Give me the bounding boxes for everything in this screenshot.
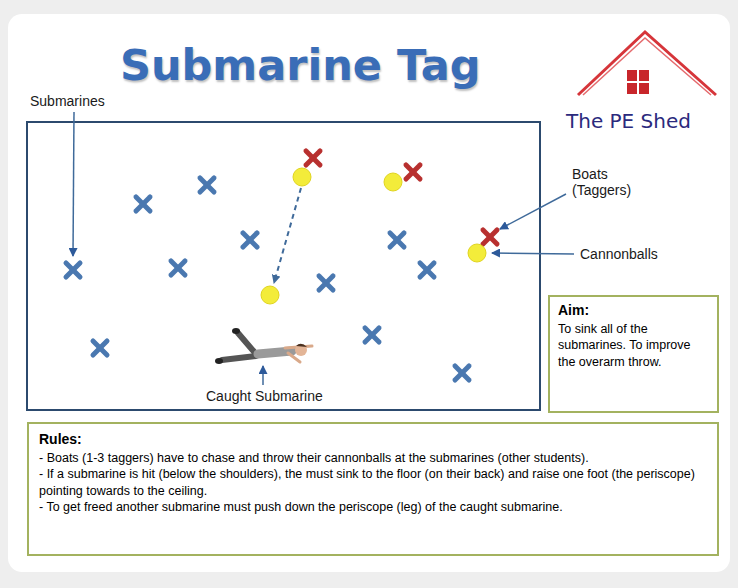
player-cross xyxy=(243,233,257,247)
player-cross xyxy=(483,230,497,244)
leader-arrow xyxy=(73,112,74,256)
diagram-title: Submarine Tag xyxy=(120,40,480,90)
player-marks xyxy=(66,151,497,380)
player-cross xyxy=(406,165,420,179)
leader-arrow xyxy=(492,253,574,254)
leader-arrow xyxy=(262,366,264,385)
player-cross xyxy=(200,178,214,192)
player-cross xyxy=(483,230,497,244)
caught-submarine-figure xyxy=(215,328,312,364)
player-cross xyxy=(66,263,80,277)
cannonball xyxy=(293,168,311,186)
player-cross xyxy=(136,197,150,211)
player-cross xyxy=(390,233,404,247)
player-cross xyxy=(365,328,379,342)
player-cross xyxy=(365,328,379,342)
callout-label: Caught Submarine xyxy=(206,388,323,404)
throw-path xyxy=(274,188,301,283)
box-heading: Rules: xyxy=(39,431,707,447)
player-cross xyxy=(171,261,185,275)
cannonball xyxy=(468,244,486,262)
box-heading: Aim: xyxy=(558,302,709,318)
box-text: - To get freed another submarine must pu… xyxy=(39,499,707,515)
player-cross xyxy=(420,263,434,277)
cannonball xyxy=(261,286,279,304)
player-cross xyxy=(406,165,420,179)
player-cross xyxy=(66,263,80,277)
aim-box: Aim: To sink all of the submarines. To im… xyxy=(548,295,719,413)
box-text: - If a submarine is hit (below the shoul… xyxy=(39,466,707,499)
player-cross xyxy=(171,261,185,275)
player-cross xyxy=(319,276,333,290)
rules-box: Rules: - Boats (1-3 taggers) have to chas… xyxy=(27,422,719,556)
callout-label: Submarines xyxy=(30,93,105,109)
player-cross xyxy=(93,341,107,355)
player-cross xyxy=(420,263,434,277)
cannonball xyxy=(384,173,402,191)
logo-text: The PE Shed xyxy=(566,109,691,133)
box-text: To sink all of the submarines. To improv… xyxy=(558,321,709,370)
player-cross xyxy=(306,151,320,165)
callout-label: Cannonballs xyxy=(580,246,658,262)
court-outline xyxy=(27,122,540,410)
player-cross xyxy=(390,233,404,247)
player-cross xyxy=(306,151,320,165)
player-cross xyxy=(455,366,469,380)
player-cross xyxy=(200,178,214,192)
player-cross xyxy=(136,197,150,211)
leader-arrow xyxy=(500,194,566,229)
player-cross xyxy=(455,366,469,380)
box-text: - Boats (1-3 taggers) have to chase and … xyxy=(39,450,707,466)
player-cross xyxy=(243,233,257,247)
player-cross xyxy=(319,276,333,290)
callout-label: Boats (Taggers) xyxy=(572,166,667,198)
logo-roof xyxy=(578,32,716,95)
player-cross xyxy=(93,341,107,355)
